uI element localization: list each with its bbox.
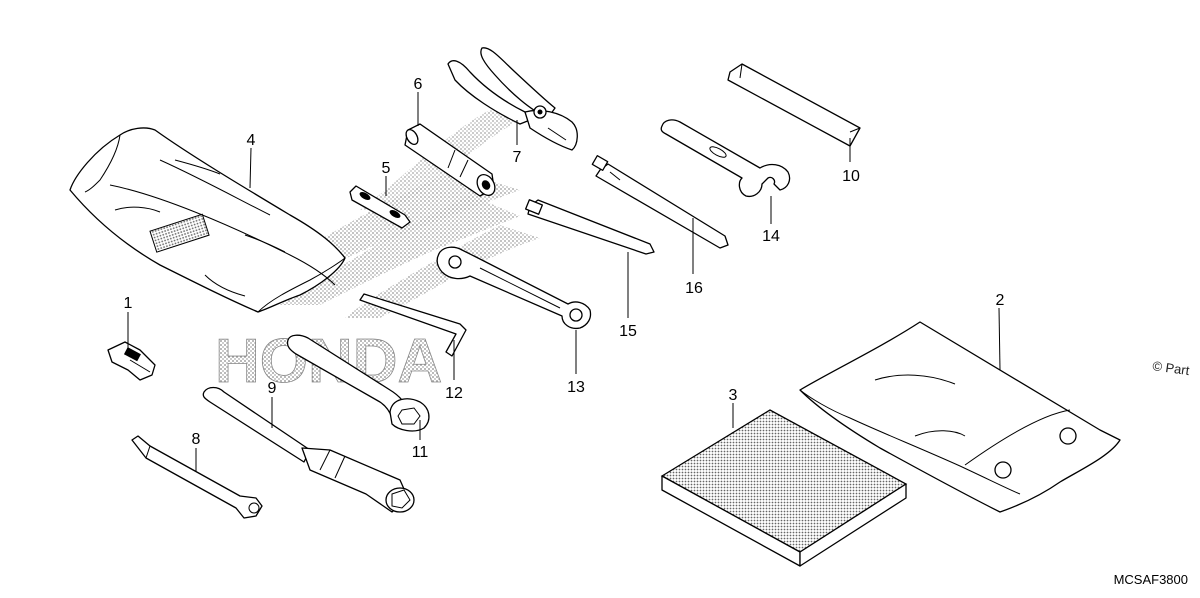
callout-11: 11 bbox=[412, 444, 429, 461]
socket-wrench[interactable] bbox=[202, 386, 415, 513]
callout-15: 15 bbox=[619, 323, 637, 340]
callout-4: 4 bbox=[247, 132, 256, 149]
callout-2: 2 bbox=[996, 292, 1005, 309]
callout-12: 12 bbox=[445, 385, 463, 402]
callout-6: 6 bbox=[414, 76, 423, 93]
tool-bag[interactable] bbox=[69, 127, 346, 313]
screwdriver[interactable] bbox=[131, 435, 263, 519]
callout-5: 5 bbox=[382, 160, 391, 177]
callout-9: 9 bbox=[268, 380, 277, 397]
open-end-wrench[interactable] bbox=[660, 119, 791, 198]
pliers[interactable] bbox=[447, 47, 578, 151]
long-rod[interactable] bbox=[524, 199, 655, 255]
callout-13: 13 bbox=[567, 379, 585, 396]
owners-manual[interactable] bbox=[660, 409, 908, 567]
strap[interactable] bbox=[727, 63, 861, 147]
diagram-code: MCSAF3800 bbox=[1114, 572, 1188, 587]
callout-1: 1 bbox=[124, 295, 133, 312]
callout-7: 7 bbox=[513, 149, 522, 166]
callouts: 1 2 3 4 5 6 7 8 9 10 11 12 13 14 15 16 bbox=[124, 76, 1005, 461]
callout-14: 14 bbox=[762, 228, 780, 245]
socket[interactable] bbox=[404, 123, 499, 199]
spanner[interactable] bbox=[286, 334, 430, 432]
box-wrench[interactable] bbox=[436, 246, 592, 330]
callout-10: 10 bbox=[842, 168, 860, 185]
flat-tool[interactable] bbox=[349, 185, 411, 229]
copyright-text: © Part bbox=[1152, 358, 1191, 378]
hex-key[interactable] bbox=[359, 293, 467, 357]
rod-pin[interactable] bbox=[591, 155, 729, 249]
leader-lines bbox=[127, 92, 1001, 472]
callout-3: 3 bbox=[729, 387, 738, 404]
clip[interactable] bbox=[107, 341, 156, 381]
callout-8: 8 bbox=[192, 431, 201, 448]
pouch[interactable] bbox=[799, 321, 1121, 513]
callout-16: 16 bbox=[685, 280, 703, 297]
